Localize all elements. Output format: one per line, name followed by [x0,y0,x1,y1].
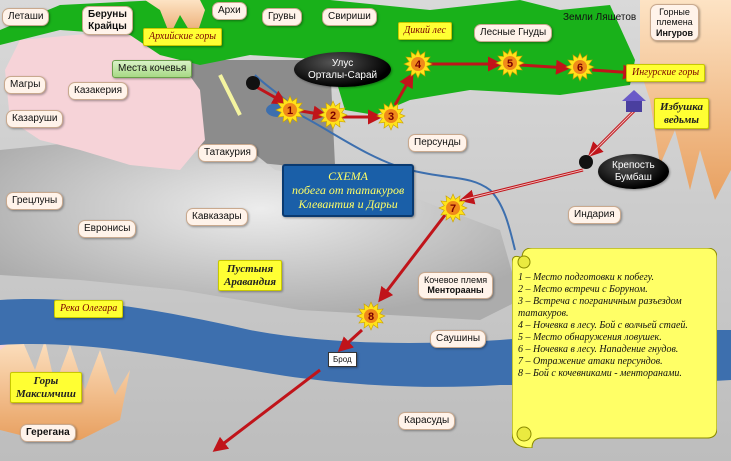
route-stop-4: 4 [403,49,433,79]
label-ulus-line2: Орталы-Сарай [308,69,378,81]
label-krepost-line2: Бумбаш [614,171,652,183]
label-zemli-lyashetov: Земли Ляшетов [563,12,637,23]
label-gory-line1: Горы [33,375,59,387]
legend-item: 6 – Ночевка в лесу. Нападение гнудов. [518,344,679,355]
label-ingurskie-gory: Ингурские горы [626,64,706,82]
label-reka-olegara: Река Олегара [54,300,124,318]
label-pustynya-line1: Пустыня [226,263,274,275]
label-gornye-line1: Горные [659,7,690,17]
legend-text: 1 – Место подготовки к побегу. 2 – Место… [518,272,710,380]
legend-item: 8 – Бой с кочевниками - менторанами. [518,368,682,379]
hill-area [0,135,520,320]
waterfall [218,74,242,116]
legend-item: 5 – Место обнаружения ловушек. [518,332,662,343]
legend-item: 3 – Встреча с пограничным разъездом тата… [518,296,682,319]
legend-item: 4 – Ночевка в лесу. Бой с волчьей стаей. [518,320,688,331]
route-leg-11 [212,368,321,452]
schema-title-line1: СХЕМА [328,169,368,183]
route-leg-0 [252,83,288,105]
route-leg-10 [337,328,364,353]
label-gory-line2: Максимчиш [16,387,76,400]
svg-text:6: 6 [577,62,583,74]
label-lesnye-gnudy: Лесные Гнуды [474,24,553,42]
svg-text:5: 5 [507,58,513,70]
svg-text:1: 1 [287,105,293,117]
route-stop-3: 3 [376,101,406,131]
label-indariya: Индария [568,206,621,224]
route-leg-3 [393,72,414,106]
label-ulus-line1: Улус [331,58,354,69]
label-svirishi: Свириши [322,8,377,26]
label-geregana: Герегана [20,424,76,442]
label-arkhi: Архи [212,2,247,20]
route-leg-5 [519,59,571,75]
ulus-marker [246,76,260,90]
svg-text:2: 2 [330,110,336,122]
label-pustynya-line2: Аравандия [224,275,277,288]
label-saushiny: Саушины [430,330,487,348]
schema-title-line3: Клевантия и Дарьи [298,196,398,211]
route-stop-5: 5 [495,48,525,78]
legend-item: 1 – Место подготовки к побегу. [518,272,654,283]
legend-scroll [512,248,717,448]
label-persundy: Персунды [408,134,467,152]
label-dikiy-les: Дикий лес [398,22,452,40]
label-kochevoe-line2: Менторааны [427,285,484,296]
fortress-marker [579,155,593,169]
svg-text:4: 4 [415,59,422,71]
label-evronisy: Евронисы [78,220,137,238]
label-kochevoe-line1: Кочевое племя [424,275,488,285]
label-karasudy: Карасуды [398,412,456,430]
label-tatakuriya: Татакурия [198,144,257,162]
label-krepost-line1: Крепость [612,160,655,171]
label-beruny-line1: Беруны [88,9,127,20]
svg-text:3: 3 [388,111,394,123]
label-gornye-line3: Ингуров [656,27,694,38]
label-izbushka-line2: ведьмы [664,113,700,126]
legend-item: 2 – Место встречи с Боруном. [518,284,648,295]
witch-hut-icon [622,90,646,112]
label-arkhiyskie-gory: Архийские горы [143,28,223,46]
label-brod: Брод [328,352,357,368]
label-beruny-line2: Крайцы [88,20,127,32]
route-stop-8: 8 [356,301,386,331]
svg-text:7: 7 [450,203,456,215]
legend-item: 7 – Отражение атаки персундов. [518,356,663,367]
route-stop-1: 1 [275,95,305,125]
route-stop-2: 2 [318,100,348,130]
route-stop-6: 6 [565,52,595,82]
schema-title-line2: побега от татакуров [292,182,405,197]
route-leg-9 [378,214,447,303]
route-stop-7: 7 [438,193,468,223]
label-letashi: Леташи [2,8,50,26]
label-izbushka-line1: Избушка [660,101,704,113]
label-gruvy: Грувы [262,8,302,26]
label-greclyny: Грецлуны [6,192,64,210]
label-kavkazary: Кавказары [186,208,248,226]
label-kazakeriya: Казакерия [68,82,129,100]
label-gornye-line2: племена [656,17,693,28]
label-mesta-kochevya: Места кочевья [112,60,193,78]
svg-text:8: 8 [368,311,374,323]
label-kazarushi: Казаруши [6,110,64,128]
label-magry: Магры [4,76,47,94]
